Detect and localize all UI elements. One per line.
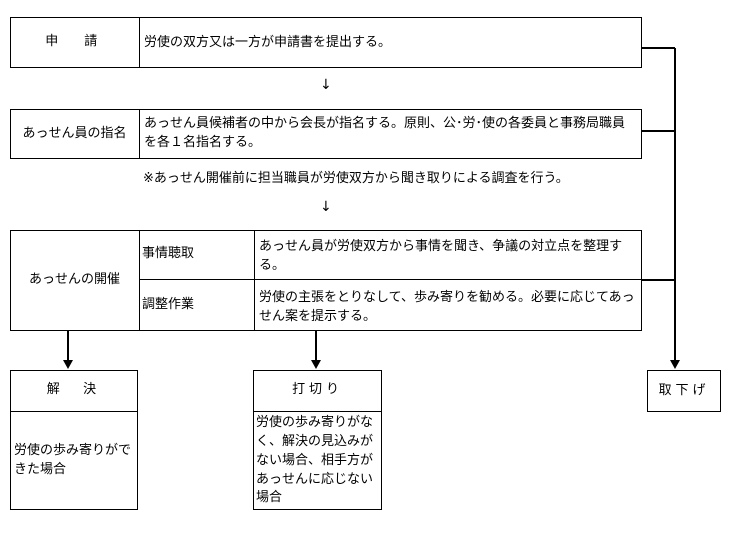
withdraw-label: 取下げ	[658, 382, 710, 398]
resolve-box	[10, 370, 138, 510]
withdraw-box	[647, 370, 721, 412]
hold-row-text-mediation: 労使の主張をとりなして、歩み寄りを勧める。必要に応じてあっせん案を提示する。	[259, 290, 635, 324]
apply-label: 申 請	[45, 34, 104, 50]
hold-label: あっせんの開催	[28, 272, 120, 288]
down-arrow-1: ↓	[320, 77, 332, 93]
terminate-text: 労使の歩み寄りがなく、解決の見込みがない場合、相手方があっせんに応じない場合	[256, 415, 374, 506]
hold-row-label-hearing: 事情聴取	[142, 246, 195, 262]
arrowhead-withdraw	[670, 360, 680, 369]
appoint-divider	[139, 109, 140, 159]
apply-box	[10, 17, 642, 68]
terminate-box	[253, 370, 382, 510]
hold-row-text-hearing: あっせん員が労使双方から事情を聞き、争議の対立点を整理する。	[259, 239, 623, 273]
appoint-box	[10, 109, 642, 159]
arrowhead-terminate	[311, 360, 321, 369]
appoint-text: あっせん員候補者の中から会長が指名する。原則、公･労･使の各委員と事務局職員を各…	[144, 116, 626, 150]
resolve-label: 解 決	[46, 382, 102, 398]
arrowhead-resolve	[63, 360, 73, 369]
terminate-divider	[253, 411, 382, 412]
appoint-note: ※あっせん開催前に担当職員が労使双方から聞き取りによる調査を行う。	[143, 171, 569, 186]
hold-row-divider	[139, 279, 642, 280]
hold-divider-1	[139, 230, 140, 331]
resolve-text: 労使の歩み寄りができた場合	[14, 443, 132, 477]
down-arrow-2: ↓	[320, 199, 332, 215]
apply-divider	[139, 17, 140, 68]
hold-row-label-mediation: 調整作業	[142, 297, 195, 313]
apply-text: 労使の双方又は一方が申請書を提出する。	[144, 35, 392, 50]
resolve-divider	[10, 411, 138, 412]
appoint-label: あっせん員の指名	[22, 125, 127, 141]
hold-box	[10, 230, 642, 331]
hold-divider-2	[254, 230, 255, 331]
terminate-label: 打切り	[292, 382, 343, 398]
